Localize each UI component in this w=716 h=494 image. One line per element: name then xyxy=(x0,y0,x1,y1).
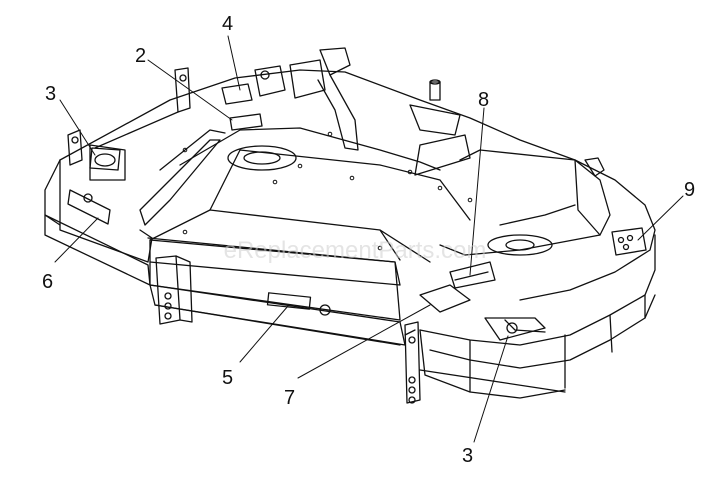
callout-3-left: 3 xyxy=(45,83,56,105)
right-spindle-cover xyxy=(439,149,611,256)
decal-9 xyxy=(611,227,647,256)
left-pulley-bracket xyxy=(67,129,226,226)
spindle-pin xyxy=(409,79,471,176)
decal-3-right xyxy=(484,317,546,341)
deck-top-outline xyxy=(44,69,656,301)
front-plate xyxy=(149,209,431,321)
decal-4 xyxy=(221,83,253,105)
discharge-housing xyxy=(419,234,656,399)
callout-6: 6 xyxy=(42,271,53,293)
callout-4: 4 xyxy=(222,13,233,35)
front-plate-decal xyxy=(266,292,331,316)
right-front-bracket xyxy=(404,321,421,404)
callout-8: 8 xyxy=(478,89,489,111)
decal-3-left xyxy=(89,147,121,171)
idler-arm xyxy=(254,47,359,151)
rear-right-tab xyxy=(584,157,605,177)
decal-8 xyxy=(449,261,496,289)
left-side-decal xyxy=(67,189,111,225)
callout-7: 7 xyxy=(284,387,295,409)
watermark: eReplacementParts.com xyxy=(224,237,487,264)
rear-bracket-left xyxy=(94,67,191,149)
left-front-bracket xyxy=(155,255,193,325)
decal-7 xyxy=(419,284,471,313)
callout-2: 2 xyxy=(135,45,146,67)
callout-9: 9 xyxy=(684,179,695,201)
callout-3-right: 3 xyxy=(462,445,473,467)
belt-cover xyxy=(179,127,471,221)
leader-lines xyxy=(54,35,684,443)
decal-2 xyxy=(229,113,263,131)
rivets xyxy=(182,131,473,251)
callout-5: 5 xyxy=(222,367,233,389)
